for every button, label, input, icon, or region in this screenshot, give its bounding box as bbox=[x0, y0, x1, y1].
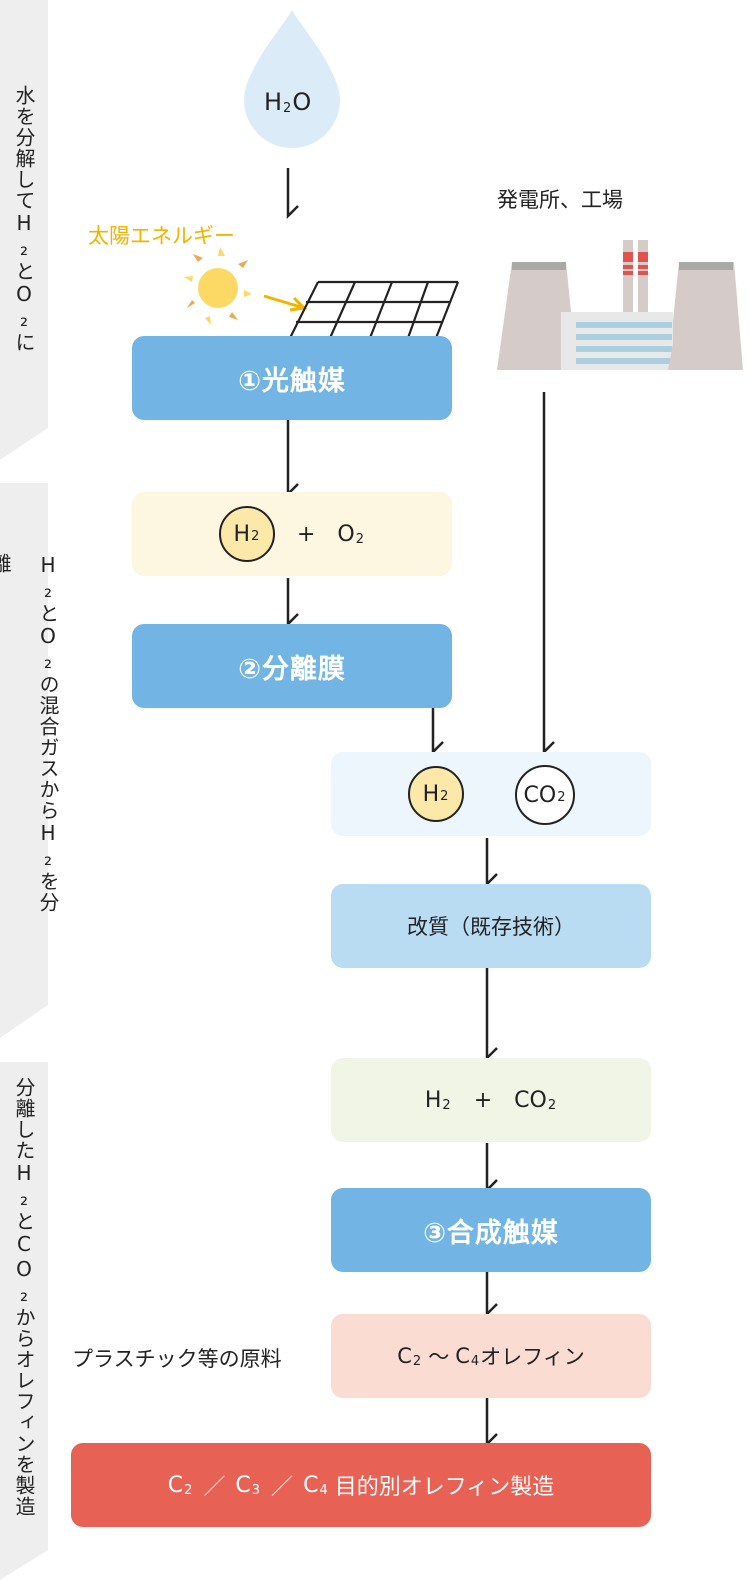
reforming-box: 改質（既存技術） bbox=[331, 884, 651, 968]
arrow-reform-to-mix bbox=[485, 968, 498, 1062]
olefin-text: オレフィン bbox=[480, 1345, 585, 1369]
formula-sub: 2 bbox=[283, 101, 292, 116]
c-sub: 4 bbox=[470, 1354, 480, 1369]
c-sub: 3 bbox=[251, 1482, 261, 1498]
arrow-photocatalyst-to-mix bbox=[286, 420, 299, 498]
tilde: 〜 bbox=[428, 1345, 450, 1369]
c-sub: 2 bbox=[184, 1482, 193, 1498]
synthesis-label: ③合成触媒 bbox=[423, 1217, 559, 1249]
h2-sub: 2 bbox=[251, 528, 260, 544]
arrow-mix-to-synthesis bbox=[485, 1143, 498, 1194]
stage-band-1: 水を分解してH₂とO₂に bbox=[0, 0, 48, 460]
stage-band-3: 分離したH₂とCO₂からオレフィンを製造 bbox=[0, 1062, 48, 1580]
c-sub: 2 bbox=[412, 1354, 422, 1369]
arrow-plant-to-co2 bbox=[542, 392, 555, 756]
arrow-mix-to-membrane bbox=[286, 578, 299, 628]
synthesis-catalyst-box: ③合成触媒 bbox=[331, 1188, 651, 1272]
water-drop-icon bbox=[244, 10, 340, 148]
separator: ／ bbox=[271, 1475, 294, 1500]
membrane-box: ②分離膜 bbox=[132, 624, 452, 708]
c-sub: 4 bbox=[319, 1482, 328, 1498]
o2-sub: 2 bbox=[355, 531, 365, 547]
plastics-raw-material-label: プラスチック等の原料 bbox=[72, 1347, 282, 1371]
h2-sub: 2 bbox=[442, 1097, 451, 1113]
power-plant-icon bbox=[497, 240, 743, 370]
band-shape bbox=[0, 0, 48, 460]
band-label: 水を分解してH₂とO₂に bbox=[12, 85, 36, 353]
h2-sub: 2 bbox=[440, 788, 449, 804]
o2-symbol: O bbox=[337, 521, 355, 547]
band-label: 分離したH₂とCO₂からオレフィンを製造 bbox=[12, 1077, 36, 1517]
band-shape bbox=[0, 1062, 48, 1580]
c-symbol: C bbox=[167, 1472, 184, 1498]
plus-sign: + bbox=[473, 1087, 493, 1113]
co2-symbol: CO bbox=[514, 1087, 547, 1113]
co2-sub: 2 bbox=[547, 1097, 557, 1113]
photocatalyst-label: ①光触媒 bbox=[238, 365, 346, 397]
formula-o: O bbox=[292, 88, 312, 116]
arrow-drop-to-panel bbox=[286, 168, 299, 220]
arrow-olefin-to-final bbox=[485, 1398, 498, 1448]
sun-icon bbox=[184, 247, 308, 325]
h2-symbol: H bbox=[424, 1087, 442, 1113]
plant-label: 発電所、工場 bbox=[497, 188, 623, 212]
final-text: 目的別オレフィン製造 bbox=[334, 1475, 555, 1500]
membrane-label: ②分離膜 bbox=[238, 653, 346, 685]
c-symbol: C bbox=[397, 1344, 412, 1368]
co2-symbol: CO bbox=[523, 782, 557, 808]
h2-symbol: H bbox=[233, 521, 251, 547]
solar-energy-label: 太陽エネルギー bbox=[88, 224, 235, 248]
reforming-label: 改質（既存技術） bbox=[407, 915, 575, 939]
formula-h: H bbox=[264, 88, 283, 116]
arrow-membrane-to-h2 bbox=[431, 708, 444, 756]
arrow-sep-to-reform bbox=[485, 838, 498, 888]
plus-sign: + bbox=[296, 521, 316, 547]
c-symbol: C bbox=[455, 1344, 470, 1368]
co2-sub: 2 bbox=[557, 789, 566, 805]
band-shape bbox=[0, 483, 48, 1038]
h2-symbol: H bbox=[422, 781, 440, 807]
c-symbol: C bbox=[235, 1472, 251, 1498]
solar-panel-icon bbox=[289, 280, 460, 339]
photocatalyst-box: ①光触媒 bbox=[132, 336, 452, 420]
separator: ／ bbox=[203, 1475, 226, 1500]
arrow-synthesis-to-olefin bbox=[485, 1272, 498, 1318]
c-symbol: C bbox=[303, 1472, 319, 1498]
